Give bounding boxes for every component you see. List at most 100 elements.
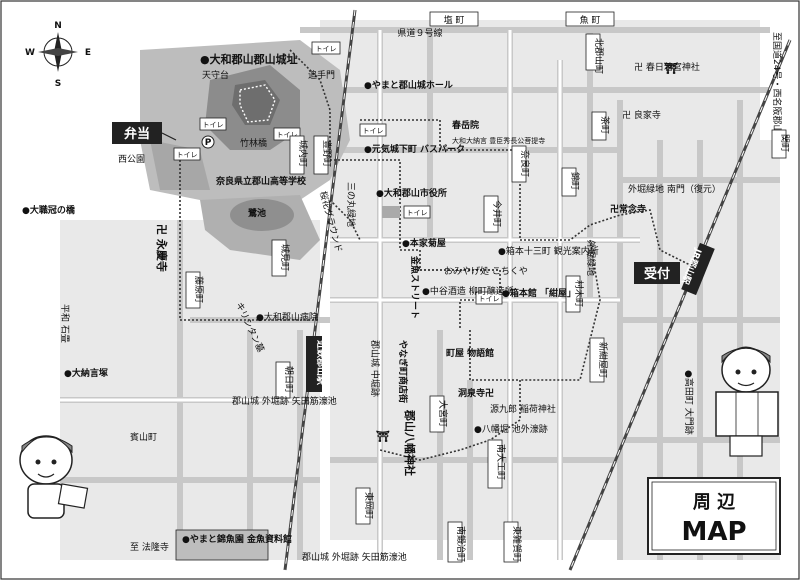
poi-to-route24: 至国道24号・西名阪郡山IC	[771, 32, 783, 142]
label-tobaru: 東雑賀町	[511, 526, 523, 562]
kingyo-museum: ●やまと錦魚園 金魚資料館	[175, 529, 292, 561]
bento-callout: 弁当	[112, 122, 177, 144]
label-jonai: 城内町	[297, 140, 309, 167]
label-muraki: 村木町	[573, 280, 585, 307]
poi-daijoji: 卍 永慶寺	[155, 224, 169, 272]
poi-shiyakusho-hospital: ●大和郡山病院	[256, 311, 318, 323]
poi-genko-park: ●元気城下町 バスパーク	[364, 143, 465, 155]
top-labels: 塩 町 魚 町 県道９号線	[397, 11, 615, 39]
title-box: 周 辺 MAP	[647, 477, 781, 555]
road-centerlines	[60, 30, 640, 560]
castle-title: ●大和郡山郡山城址	[200, 52, 298, 66]
poi-sake: ●中谷酒造 柳町醸造所	[422, 285, 514, 297]
kintetsu-station: 近鉄郡山駅	[306, 336, 327, 392]
walking-route	[179, 49, 701, 461]
label-yanagimachi: やなぎ町商店街	[397, 340, 409, 403]
label-fujiwara: 藤原町	[193, 276, 205, 303]
parking-icon	[201, 135, 215, 149]
compass: N S E W	[25, 21, 91, 89]
toilet-icon: トイレ	[203, 121, 224, 129]
toilet-icon: トイレ	[363, 127, 384, 135]
poi-jr-east-gate: ●高田町 大門跡	[683, 370, 695, 435]
poi-hakomoto: ●箱本館 「紺屋」	[502, 287, 576, 299]
toilet-icon: トイレ	[479, 295, 500, 303]
label-higashioka: 東岡町	[363, 492, 375, 519]
jr-railway	[568, 39, 792, 571]
label-jokenen: 城見町	[279, 244, 290, 271]
poi-ogurayama: 賓山町	[130, 431, 157, 443]
poi-kingyo-museum: ●やまと錦魚園 金魚資料館	[182, 533, 292, 545]
poi-harukiin-sub: 大和大納言 豊臣秀長公菩提寺	[452, 136, 545, 145]
poi-joneji: 卍常念寺	[610, 203, 646, 215]
toilet-icon: トイレ	[407, 209, 428, 217]
poi-yamato-hall: ●やまと郡山城ホール	[364, 79, 453, 91]
poi-nakamura: ●大納言塚	[64, 367, 108, 379]
poi-to-station: 至 法隆寺	[130, 541, 169, 553]
poi-genkurou: 源九郎 稲荷神社	[490, 403, 556, 415]
compass-s: S	[55, 79, 61, 89]
parking-label: P	[205, 138, 212, 148]
poi-bottom-sotobori: 郡山城 外堀跡 矢田筋濠池	[302, 551, 407, 563]
label-kyubei: 南大工町	[495, 444, 507, 480]
jinja-icon-kasuga: ⛩	[664, 62, 678, 75]
uketsuke-callout: 受付	[634, 262, 680, 284]
label-sakuraike: 鷺池	[248, 207, 266, 219]
compass-n: N	[54, 21, 62, 31]
compass-w: W	[25, 48, 35, 58]
label-tenshudai: 天守台	[202, 69, 229, 81]
guide-character-right	[715, 346, 779, 457]
title-line1: 周 辺	[693, 492, 735, 513]
poi-hachimanike: ●八幡堀 池外濠跡	[474, 423, 548, 435]
label-school: 奈良県立郡山高等学校	[215, 175, 307, 187]
jinja-icon: ⛩	[376, 430, 390, 443]
label-asahi: 朝日町	[283, 366, 294, 393]
label-nishikoen: 西公園	[118, 154, 145, 165]
poi-kingyo-cafe: おみやげ処 こちくや	[444, 265, 528, 277]
uketsuke-label: 受付	[644, 266, 670, 282]
label-sannomaru: 三の丸緑地	[345, 182, 357, 227]
label-imai: 今井町	[491, 200, 503, 227]
label-minamidaimon: 南鍛冶町	[455, 526, 467, 562]
label-toyono: 豊野町	[321, 140, 333, 167]
label-kitatokumachi: 北郡山町	[593, 38, 604, 74]
label-kintetsu-station: 近鉄郡山駅	[315, 340, 327, 386]
city-hall-block	[382, 206, 400, 218]
poi-hachiman: 郡山八幡神社	[403, 409, 417, 476]
poi-machiya: 町屋 物語館	[446, 347, 494, 359]
label-yamanaka: 郡山城 中堀跡	[369, 340, 381, 397]
label-kanagyo: 金魚ストリート	[409, 255, 421, 319]
poi-ryoenji: 卍 良家寺	[622, 109, 661, 121]
poi-yatabori: 郡山城 外堀跡 矢田筋濠池	[232, 395, 337, 407]
label-route9: 県道９号線	[397, 27, 442, 39]
toilet-icon: トイレ	[316, 45, 337, 53]
poi-city-hall: ●大和郡山市役所	[376, 187, 447, 199]
poi-minami-sotobori: 外堀緑地 南門（復元）	[628, 183, 721, 195]
label-nishiki: 錦町	[569, 172, 581, 190]
poi-sakaiya: ●箱本十三町 観光案内所	[498, 245, 599, 257]
label-shiomachi: 塩 町	[444, 14, 465, 26]
poi-genkoji: 洞泉寺卍	[458, 387, 494, 399]
title-line2: MAP	[681, 517, 746, 547]
compass-e: E	[85, 48, 91, 58]
toilet-icon: トイレ	[177, 151, 198, 159]
poi-ogon: ●大職冠の橋	[22, 204, 76, 216]
bento-label: 弁当	[124, 126, 150, 142]
seki-box	[771, 129, 787, 159]
poi-seki: 関町	[779, 134, 790, 152]
label-kayano: 茶町	[599, 116, 611, 134]
poi-kinguza-mae: 平和 石畳	[59, 304, 70, 343]
label-uomachi: 魚 町	[580, 14, 601, 26]
label-daimiya: 大宮町	[437, 400, 449, 427]
label-shinkoji: 新紺屋町	[597, 342, 609, 378]
poi-honke-kikuya: ●本家菊屋	[402, 237, 446, 249]
guide-character-left	[19, 435, 89, 519]
label-sotobori-mid: 外堀緑地	[585, 240, 597, 276]
toilet-icon: トイレ	[277, 131, 298, 139]
tenshu-path	[239, 84, 276, 123]
label-naramachi: 奈良町	[519, 150, 531, 177]
label-ottemon: 追手門	[308, 69, 335, 81]
kintetsu-railway	[283, 9, 357, 571]
label-chikurinbashi: 竹林橋	[240, 137, 267, 149]
